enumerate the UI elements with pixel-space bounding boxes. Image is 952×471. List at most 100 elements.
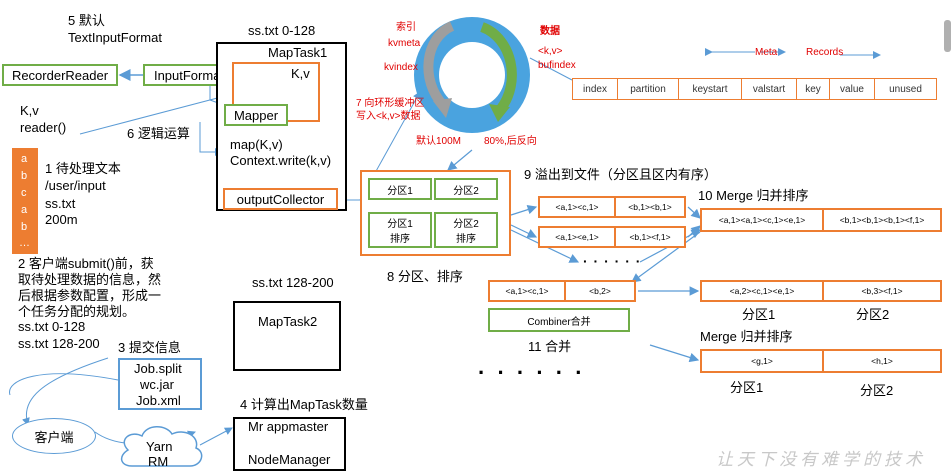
merge-row: <a,1><a,1><c,1><e,1> <b,1><b,1><b,1><f,1… xyxy=(700,208,942,232)
map-call-label: map(K,v) xyxy=(230,137,283,152)
partition-1-sorted-cell: 分区1 排序 xyxy=(368,212,432,248)
maptask2-box[interactable] xyxy=(233,301,341,371)
meta-col-keystart: keystart xyxy=(679,79,742,99)
input-char-6: … xyxy=(19,237,30,249)
merge2-row-p2: <h,1> xyxy=(871,356,893,366)
client-node[interactable]: 客户端 xyxy=(12,418,96,454)
spill-row-2: <a,1><e,1> <b,1><f,1> xyxy=(538,226,686,248)
meta-col-value: value xyxy=(830,79,875,99)
combiner-input-row: <a,1><c,1> <b,2> xyxy=(488,280,636,302)
appmaster-label: Mr appmaster xyxy=(248,419,329,434)
step1-size: 200m xyxy=(45,212,78,227)
meta-col-index: index xyxy=(573,79,618,99)
yarn-label: Yarn xyxy=(146,439,173,454)
merge-row-p1: <a,1><a,1><c,1><e,1> xyxy=(702,210,824,230)
rm-label: RM xyxy=(148,454,169,469)
spill-row-2-p1: <a,1><e,1> xyxy=(540,228,616,246)
maptask1-box[interactable] xyxy=(216,42,347,211)
partition-2-sorted-cell: 分区2 排序 xyxy=(434,212,498,248)
combiner-input-p1: <a,1><c,1> xyxy=(490,282,566,300)
step5-format-name: TextInputFormat xyxy=(68,30,162,45)
meta-col-key: key xyxy=(797,79,830,99)
meta-col-unused: unused xyxy=(889,83,922,95)
context-write-label: Context.write(k,v) xyxy=(230,153,332,168)
partition-1-cell: 分区1 xyxy=(368,178,432,200)
output-collector-box[interactable]: outputCollector xyxy=(223,188,338,210)
spill-row-2-p2: <b,1><f,1> xyxy=(629,232,671,242)
reader-call-label: reader() xyxy=(20,120,67,135)
step1-file: ss.txt xyxy=(45,196,76,211)
input-char-1: a xyxy=(21,153,28,165)
maptask2-title: MapTask2 xyxy=(258,314,318,329)
job-files-box: Job.split wc.jar Job.xml xyxy=(118,358,202,410)
nodemanager-label: NodeManager xyxy=(248,452,331,467)
recorder-reader-box[interactable]: RecorderReader xyxy=(2,64,118,86)
combined-result-p2: <b,3><f,1> xyxy=(861,286,903,296)
combined-result-row: <a,2><c,1><e,1> <b,3><f,1> xyxy=(700,280,942,302)
step2-line4: 个任务分配的规划。 xyxy=(18,304,136,319)
ring-data-label: 数据 xyxy=(540,26,560,37)
spill-row-1: <a,1><c,1> <b,1><b,1> xyxy=(538,196,686,218)
split-2-label: ss.txt 128-200 xyxy=(18,336,100,351)
meta-label: Meta xyxy=(755,47,778,58)
meta-table: index partition keystart valstart key va… xyxy=(572,78,937,100)
step10-label: 10 Merge 归并排序 xyxy=(698,188,809,203)
combined-partition-1-label: 分区1 xyxy=(742,307,776,322)
spill-ellipsis: · · · · · · xyxy=(583,253,642,269)
maptask-kv-label: K,v xyxy=(291,66,310,81)
partition-2-cell: 分区2 xyxy=(434,178,498,200)
maptask1-range-label: ss.txt 0-128 xyxy=(248,23,316,38)
step1-label: 1 待处理文本 xyxy=(45,161,121,176)
step8-label: 8 分区、排序 xyxy=(387,269,463,284)
merge2-row: <g,1> <h,1> xyxy=(700,349,942,373)
scrollbar-thumb[interactable] xyxy=(944,20,951,52)
input-char-4: a xyxy=(21,204,28,216)
step2-line1: 2 客户端submit()前，获 xyxy=(18,256,154,271)
ring-default-size: 默认100M xyxy=(416,136,462,147)
watermark-text: 让天下没有难学的技术 xyxy=(716,450,926,469)
merge-row-p2: <b,1><b,1><b,1><f,1> xyxy=(839,215,925,225)
spill-row-1-p2: <b,1><b,1> xyxy=(628,202,672,212)
maptask1-title: MapTask1 xyxy=(268,45,328,60)
step7-line2: 写入<k,v>数据 xyxy=(356,111,421,122)
meta-col-partition: partition xyxy=(618,79,679,99)
step5-label: 5 默认 xyxy=(68,13,105,28)
combined-result-p1: <a,2><c,1><e,1> xyxy=(702,282,824,300)
merge2-partition-1-label: 分区1 xyxy=(730,380,764,395)
appmaster-box[interactable] xyxy=(233,417,346,471)
step3-label: 3 提交信息 xyxy=(118,340,181,355)
ring-index-label: 索引 xyxy=(396,22,416,33)
step4-label: 4 计算出MapTask数量 xyxy=(240,397,368,412)
combiner-input-p2: <b,2> xyxy=(589,286,611,296)
input-char-5: b xyxy=(21,221,28,233)
ring-kvindex-label: kvindex xyxy=(384,62,418,73)
job-split-label: Job.split xyxy=(134,361,182,376)
split-1-label: ss.txt 0-128 xyxy=(18,319,86,334)
wc-jar-label: wc.jar xyxy=(140,377,174,392)
merge2-row-p1: <g,1> xyxy=(702,351,824,371)
mapper-box[interactable]: Mapper xyxy=(224,104,288,126)
merge2-partition-2-label: 分区2 xyxy=(860,383,894,398)
merge2-label: Merge 归并排序 xyxy=(700,329,793,344)
ring-bufindex-label: bufindex xyxy=(538,60,576,71)
step2-line3: 后根据参数配置，形成一 xyxy=(18,288,162,303)
input-file-block: a b c a b … xyxy=(12,148,38,254)
job-xml-label: Job.xml xyxy=(136,393,181,408)
big-ellipsis: · · · · · · xyxy=(478,360,586,385)
input-char-2: b xyxy=(21,170,28,182)
meta-col-valstart: valstart xyxy=(742,79,797,99)
step6-label: 6 逻辑运算 xyxy=(127,126,190,141)
ring-kvmeta-label: kvmeta xyxy=(388,38,421,49)
combiner-box[interactable]: Combiner合并 xyxy=(488,308,630,332)
step2-line2: 取待处理数据的信息，然 xyxy=(18,272,162,287)
step9-label: 9 溢出到文件（分区且区内有序） xyxy=(524,167,717,182)
kv-label: K,v xyxy=(20,103,39,118)
records-label: Records xyxy=(806,47,844,58)
step7-line1: 7 向环形缓冲区 xyxy=(356,98,425,109)
maptask2-range-label: ss.txt 128-200 xyxy=(252,275,334,290)
partition-sort-box: 分区1 分区2 分区1 排序 分区2 排序 xyxy=(360,170,511,256)
combined-partition-2-label: 分区2 xyxy=(856,307,890,322)
step11-label: 11 合并 xyxy=(528,339,572,354)
step1-path: /user/input xyxy=(45,178,106,193)
